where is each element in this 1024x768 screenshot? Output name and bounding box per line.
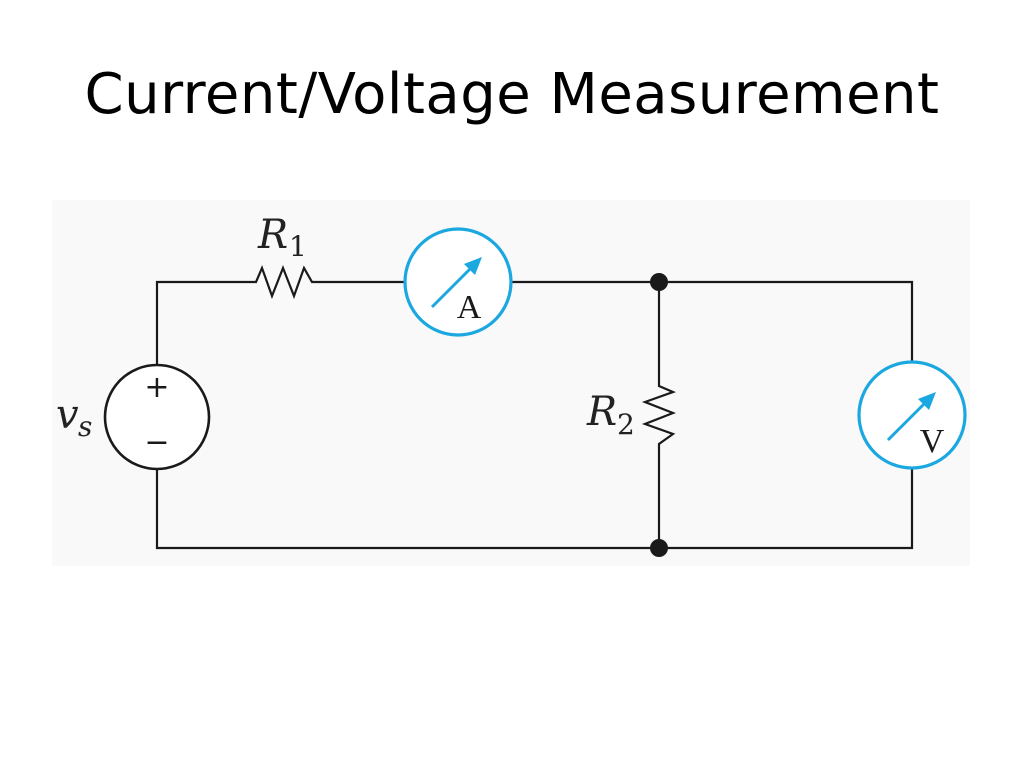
- slide-title: Current/Voltage Measurement: [84, 62, 940, 127]
- figure-background: [52, 200, 970, 566]
- label-r2: R 2: [586, 389, 635, 441]
- ammeter-letter: A: [457, 289, 482, 326]
- resistor-r2: [641, 380, 677, 450]
- wires: [155, 280, 914, 550]
- label-r2-subscript: 2: [617, 408, 635, 441]
- label-vs-subscript: s: [78, 410, 92, 443]
- label-r1-subscript: 1: [289, 230, 307, 263]
- junction-dot-bottom: [650, 539, 668, 557]
- label-r1: R 1: [257, 212, 307, 263]
- ammeter-arrowhead-icon: [464, 257, 482, 275]
- voltage-source: + −: [103, 363, 211, 471]
- wire-ammeter-to-right: [512, 280, 914, 362]
- source-minus-sign: −: [144, 425, 169, 460]
- voltmeter-arrowhead-icon: [918, 392, 936, 410]
- voltmeter: V: [857, 360, 967, 470]
- voltmeter-letter: V: [920, 423, 945, 460]
- wire-right-lower: [155, 467, 914, 550]
- ammeter-needle-icon: [430, 263, 476, 309]
- label-vs-symbol: v: [56, 392, 79, 438]
- label-r2-symbol: R: [586, 389, 617, 435]
- voltmeter-needle-icon: [886, 398, 930, 442]
- ammeter: A: [403, 227, 513, 337]
- junction-dot-top: [650, 273, 668, 291]
- label-vs: v s: [56, 392, 92, 443]
- source-plus-sign: +: [144, 370, 169, 405]
- label-r1-symbol: R: [257, 212, 288, 258]
- wire-top-left: [155, 280, 248, 367]
- resistor-r1: [248, 264, 318, 300]
